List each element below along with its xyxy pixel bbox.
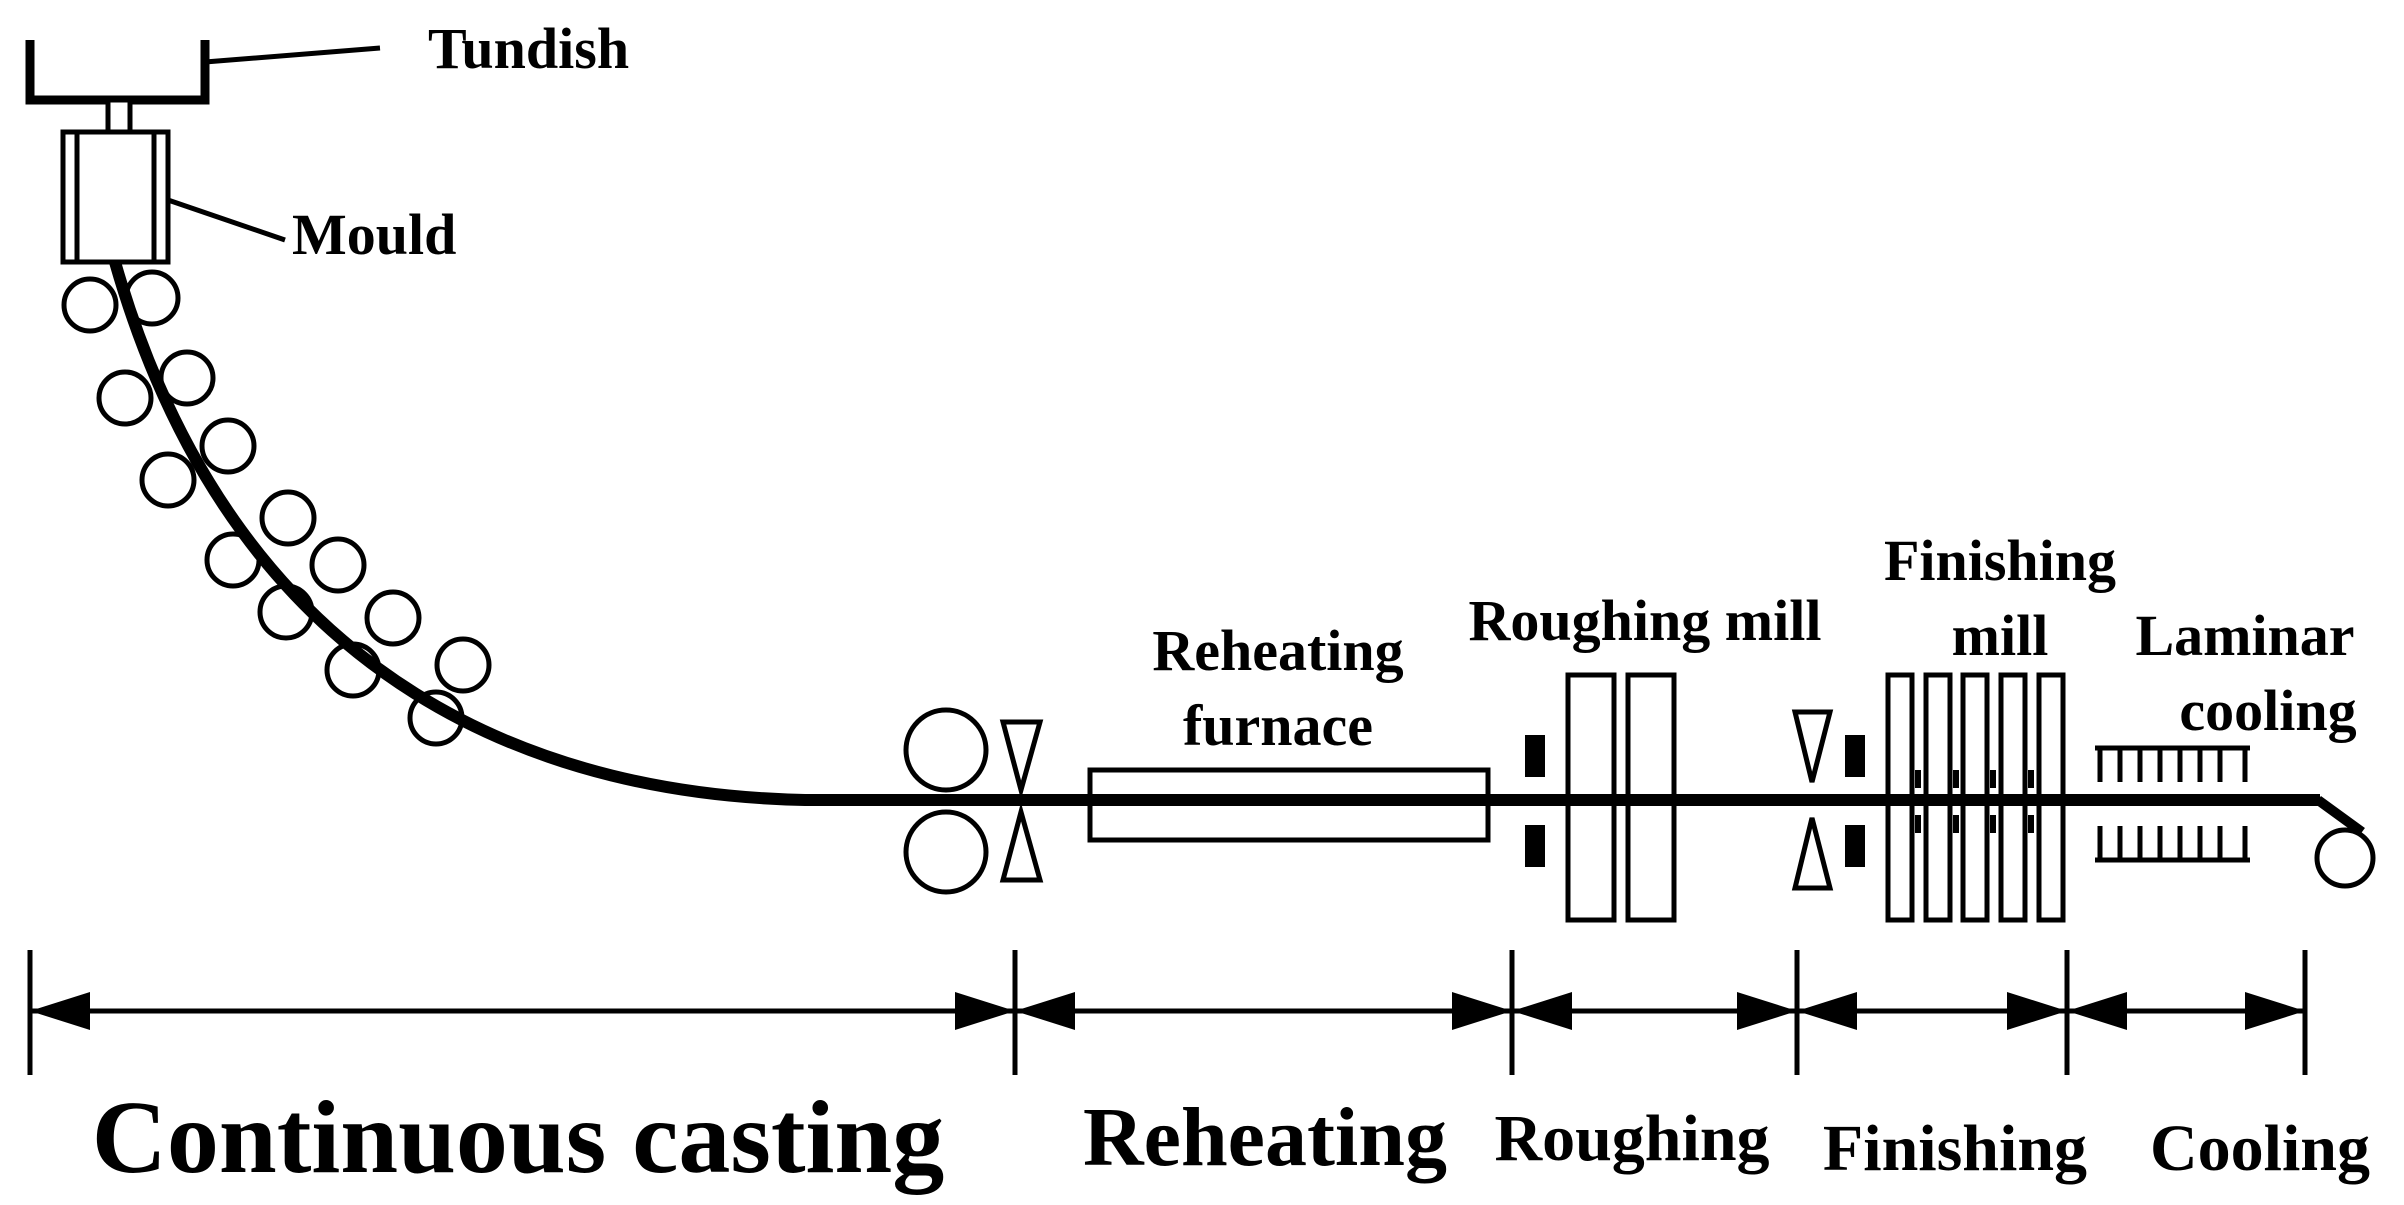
finishing-mill-label-line1: Finishing xyxy=(1884,528,2116,593)
support-roll xyxy=(259,489,317,547)
support-roll xyxy=(96,369,154,427)
support-roll xyxy=(309,536,367,594)
support-roll xyxy=(364,589,422,647)
laminar-cooling-label-line1: Laminar xyxy=(2135,603,2354,668)
mould xyxy=(60,129,286,265)
stage-finishing: Finishing xyxy=(1823,1112,2087,1185)
stage-roughing: Roughing xyxy=(1494,1102,1769,1175)
laminar-cooling xyxy=(2095,745,2250,863)
support-roll xyxy=(434,636,492,694)
support-roll xyxy=(139,451,197,509)
support-rolls xyxy=(61,269,492,747)
steel-strand xyxy=(109,260,2320,806)
support-roll xyxy=(61,276,119,334)
coiler xyxy=(2314,795,2376,889)
support-roll xyxy=(158,349,216,407)
support-roll xyxy=(199,417,257,475)
laminar-cooling-label-line2: cooling xyxy=(2179,678,2356,743)
reheating-furnace xyxy=(1087,767,1491,843)
stage-continuous-casting: Continuous casting xyxy=(92,1080,944,1195)
stage-cooling: Cooling xyxy=(2150,1112,2370,1185)
roughing-mill-label: Roughing mill xyxy=(1469,588,1822,653)
reheating-furnace-label-line1: Reheating xyxy=(1152,618,1403,683)
support-roll xyxy=(324,641,382,699)
finishing-mill-label-line2: mill xyxy=(1952,603,2049,668)
tundish-label: Tundish xyxy=(428,16,629,81)
roughing-mill xyxy=(1525,672,1677,923)
support-roll xyxy=(204,531,262,589)
support-roll xyxy=(257,583,315,641)
stage-arrowheads xyxy=(30,992,2305,1030)
mould-label: Mould xyxy=(292,202,456,267)
shear-2 xyxy=(1791,709,1865,891)
support-roll xyxy=(123,269,181,327)
finishing-mill xyxy=(1885,672,2066,923)
stage-reheating: Reheating xyxy=(1083,1091,1447,1184)
support-roll xyxy=(407,689,465,747)
shear-1 xyxy=(999,719,1044,883)
pinch-rolls xyxy=(903,707,989,895)
stage-dimension-lines xyxy=(27,950,2308,1075)
reheating-furnace-label-line2: furnace xyxy=(1183,693,1373,758)
